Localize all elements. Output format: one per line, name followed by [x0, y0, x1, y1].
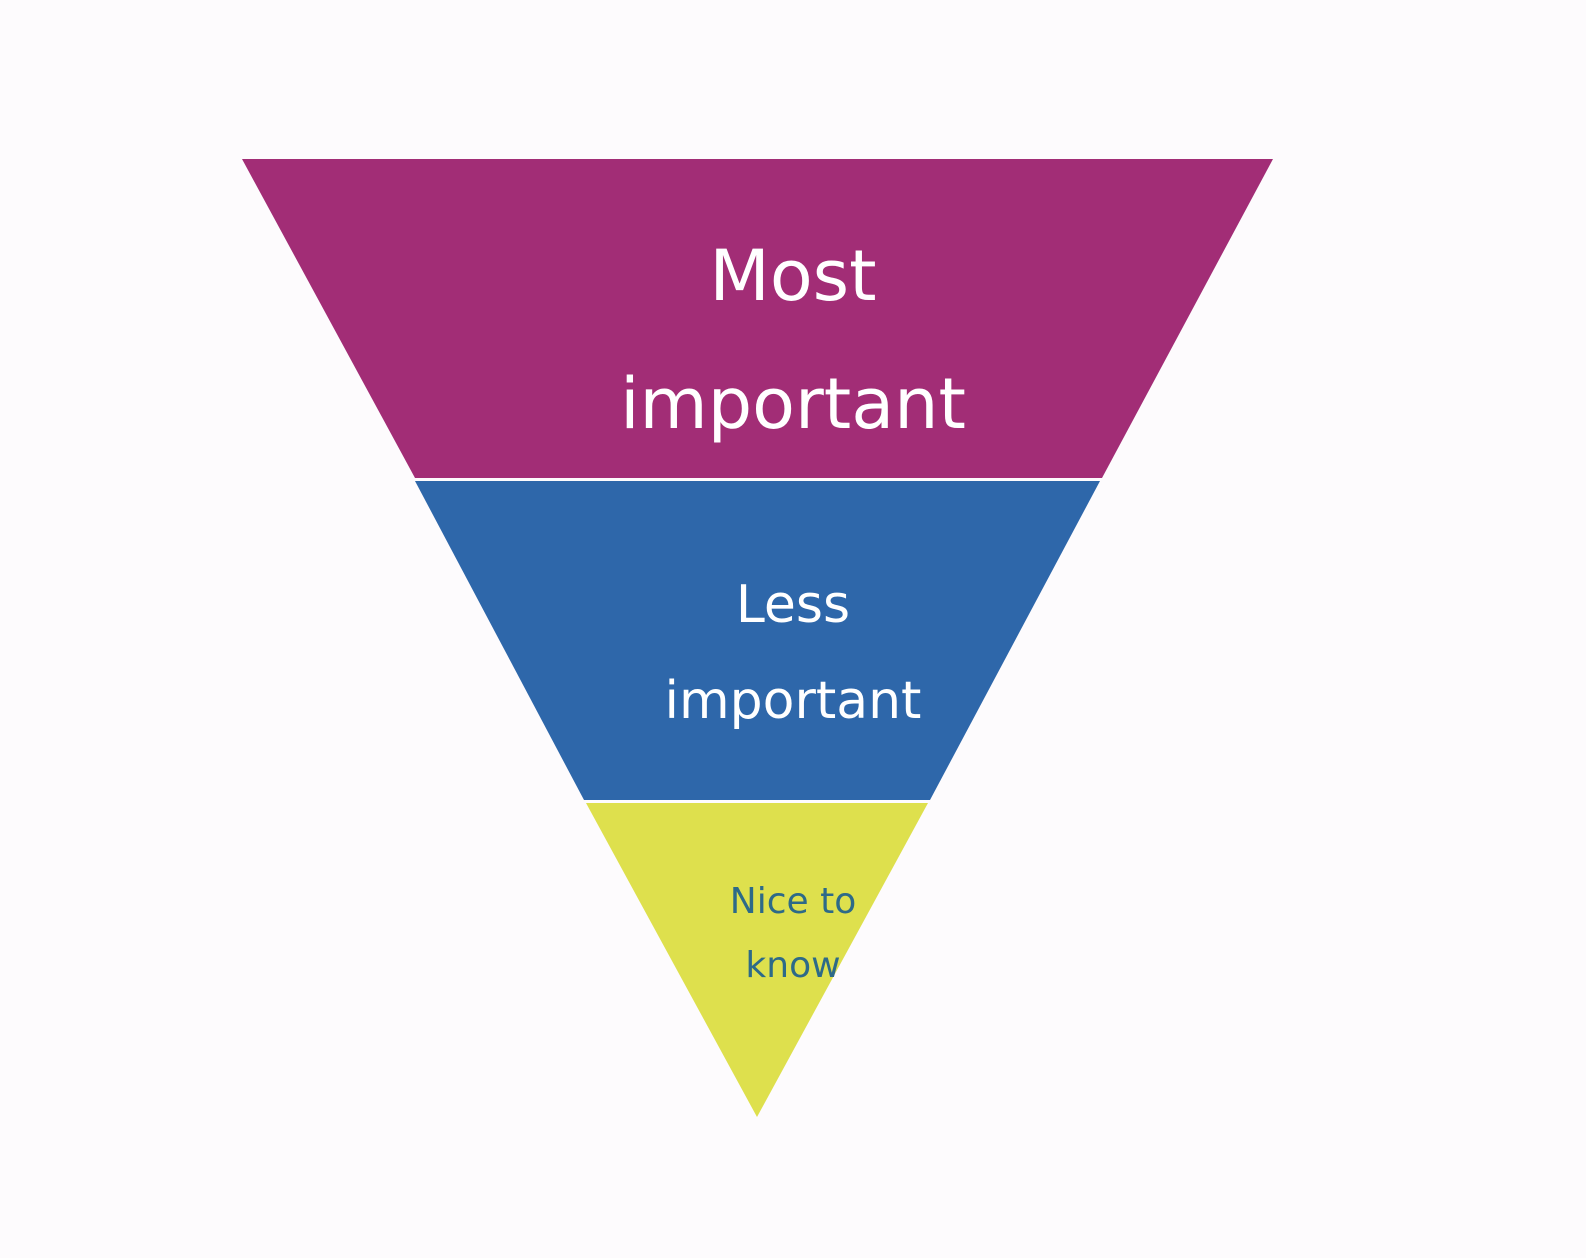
- tier-label-line: Nice to: [729, 881, 857, 922]
- tier-nice-to-know: [586, 803, 928, 1117]
- tier-label-line: important: [620, 363, 966, 445]
- tier-label-less-important: Less important: [0, 557, 1586, 749]
- tier-label-line: Less: [735, 575, 851, 635]
- tier-label-line: important: [664, 671, 922, 731]
- tier-less-important: [415, 481, 1100, 800]
- tier-label-nice-to-know: Nice to know: [0, 870, 1586, 998]
- tier-most-important: [242, 159, 1273, 478]
- tier-label-line: know: [745, 945, 841, 986]
- tier-label-line: Most: [709, 235, 877, 317]
- tier-label-most-important: Most important: [0, 212, 1586, 468]
